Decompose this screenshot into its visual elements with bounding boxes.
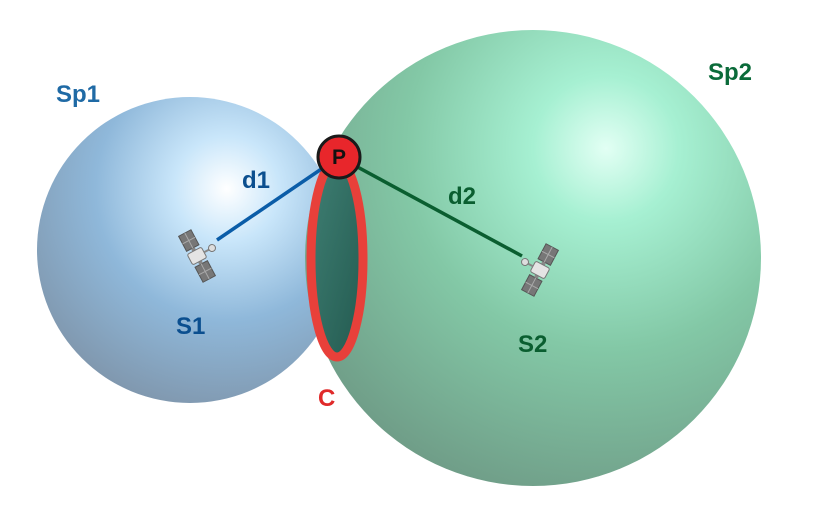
- point-p-marker: [316, 134, 362, 180]
- distance-line-d1: [216, 155, 340, 242]
- distance-2-label: d2: [448, 183, 476, 210]
- satellite-2-label: S2: [518, 331, 547, 358]
- intersection-label: C: [318, 385, 335, 412]
- distance-1-label: d1: [242, 167, 270, 194]
- satellite-1-label: S1: [176, 313, 205, 340]
- point-p-label: P: [332, 146, 346, 169]
- sphere-1-label: Sp1: [56, 81, 100, 108]
- intersection-circle: [306, 156, 368, 362]
- sphere-2-label: Sp2: [708, 59, 752, 86]
- distance-line-d2: [338, 155, 523, 258]
- satellite-icon-s2: [520, 243, 560, 297]
- satellite-icon-s1: [177, 229, 217, 283]
- sphere-2: [305, 30, 761, 486]
